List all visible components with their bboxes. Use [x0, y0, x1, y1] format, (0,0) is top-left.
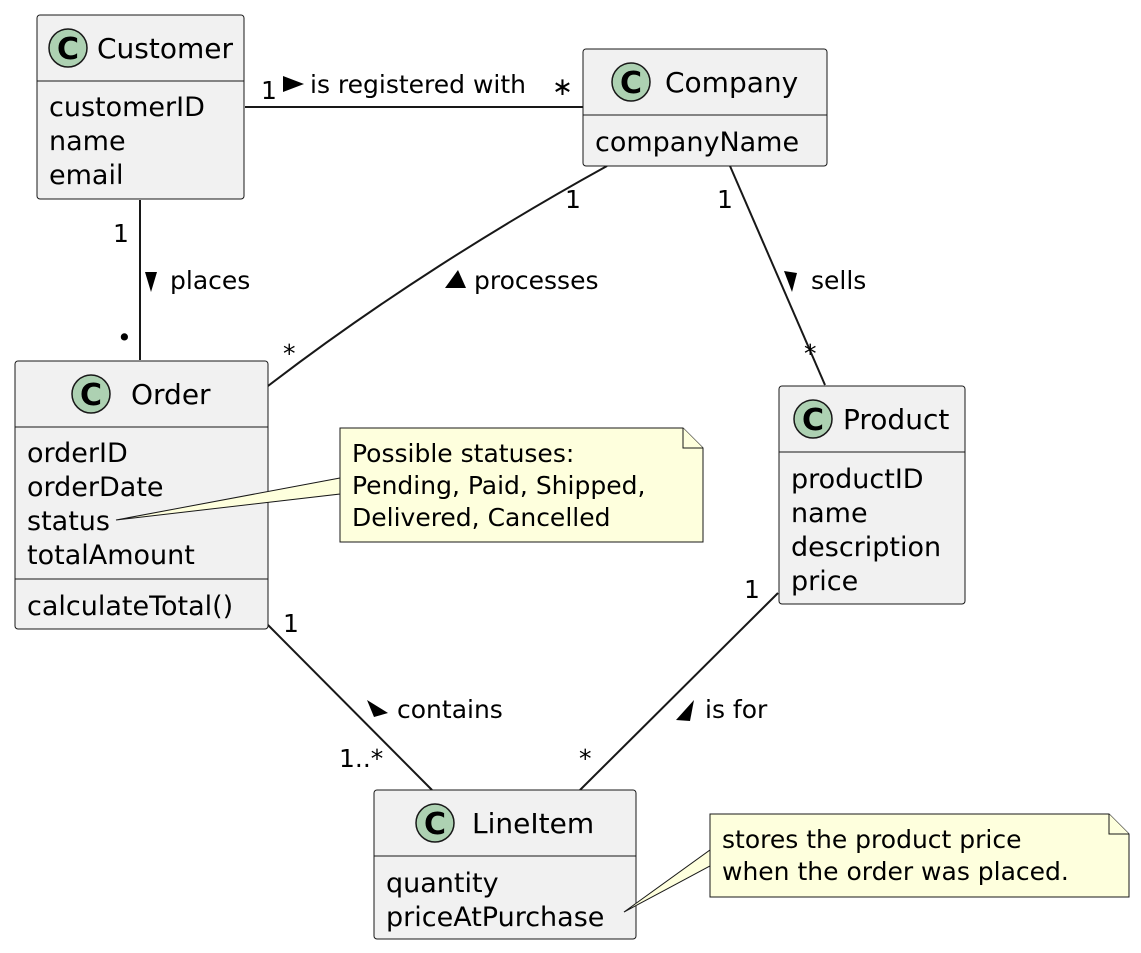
- class-stereotype-icon: [611, 62, 651, 102]
- mult-order-processes: *: [283, 339, 296, 368]
- attribute: price: [791, 566, 858, 597]
- label-processes: processes: [474, 266, 598, 295]
- mult-product-sells: *: [804, 339, 817, 368]
- class-stereotype-icon: [71, 374, 111, 414]
- attribute: status: [27, 506, 110, 537]
- associations: [139, 106, 826, 791]
- class-stereotype-icon: [793, 399, 833, 439]
- arrow-down-left-icon: [676, 700, 694, 721]
- class-name: Product: [843, 403, 949, 436]
- mult-customer-registered: 1: [261, 76, 277, 105]
- class-lineitem[interactable]: C LineItem quantity priceAtPurchase: [373, 789, 637, 940]
- class-customer[interactable]: C Customer customerID name email: [36, 14, 245, 200]
- mult-company-registered: ∗: [552, 72, 573, 101]
- attribute: companyName: [595, 127, 799, 158]
- class-stereotype-icon: [48, 28, 88, 68]
- class-stereotype-letter: C: [802, 403, 824, 438]
- attribute: orderDate: [27, 472, 164, 503]
- class-box: [778, 385, 966, 605]
- note-fold: [682, 428, 703, 449]
- note-connector: [623, 849, 711, 913]
- class-stereotype-letter: C: [57, 32, 79, 67]
- note-line: stores the product price: [722, 825, 1022, 854]
- label-contains: contains: [397, 695, 503, 724]
- class-box: [36, 14, 245, 200]
- attribute: orderID: [27, 438, 128, 469]
- attribute: description: [791, 532, 941, 563]
- arrow-down-right-icon: [367, 700, 388, 717]
- arrow-down-icon: [784, 271, 797, 292]
- note-statuses[interactable]: Possible statuses: Pending, Paid, Shippe…: [115, 427, 704, 543]
- note-line: Possible statuses:: [352, 439, 574, 468]
- class-product[interactable]: C Product productID name description pri…: [778, 385, 966, 605]
- method: calculateTotal(): [27, 591, 233, 622]
- attribute: customerID: [49, 92, 205, 123]
- mult-lineitem-isfor: *: [579, 744, 592, 773]
- direction-arrows: [145, 76, 797, 721]
- mult-company-sells: 1: [717, 185, 733, 214]
- edge-processes: [267, 165, 608, 387]
- attribute: totalAmount: [27, 540, 195, 571]
- attribute: productID: [791, 464, 924, 495]
- edge-is-for: [579, 592, 779, 791]
- mult-company-processes: 1: [565, 185, 581, 214]
- edge-contains: [267, 624, 433, 791]
- class-stereotype-letter: C: [424, 807, 446, 842]
- attribute: quantity: [386, 868, 499, 899]
- note-fold: [1108, 814, 1129, 835]
- class-name: Customer: [97, 32, 233, 65]
- note-box: [709, 813, 1130, 898]
- class-name: Order: [131, 378, 211, 411]
- class-stereotype-icon: [415, 803, 455, 843]
- note-line: Pending, Paid, Shipped,: [352, 471, 645, 500]
- attribute: priceAtPurchase: [386, 902, 604, 933]
- arrow-down-icon: [145, 272, 157, 292]
- mult-product-isfor: 1: [744, 575, 760, 604]
- note-line: when the order was placed.: [722, 857, 1069, 886]
- class-name: LineItem: [472, 807, 594, 840]
- label-is-registered-with: is registered with: [310, 70, 526, 99]
- arrow-right-icon: [283, 76, 304, 92]
- edge-sells: [729, 165, 826, 386]
- note-price[interactable]: stores the product price when the order …: [623, 813, 1130, 913]
- attribute: name: [791, 498, 868, 529]
- class-stereotype-letter: C: [620, 66, 642, 101]
- class-company[interactable]: C Company companyName: [582, 48, 828, 167]
- class-name: Company: [665, 66, 798, 99]
- mult-customer-places: 1: [113, 219, 129, 248]
- note-box: [339, 427, 704, 543]
- attribute: name: [49, 126, 126, 157]
- label-is-for: is for: [705, 695, 768, 724]
- label-sells: sells: [811, 266, 866, 295]
- note-line: Delivered, Cancelled: [352, 503, 610, 532]
- mult-lineitem-contains: 1..*: [339, 744, 383, 773]
- mult-order-contains: 1: [283, 609, 299, 638]
- class-order[interactable]: C Order orderID orderDate status totalAm…: [14, 360, 269, 630]
- arrow-up-right-icon: [445, 270, 466, 288]
- label-places: places: [170, 266, 250, 295]
- attribute: email: [49, 160, 123, 191]
- mult-order-places: •: [117, 323, 132, 352]
- class-stereotype-letter: C: [80, 378, 102, 413]
